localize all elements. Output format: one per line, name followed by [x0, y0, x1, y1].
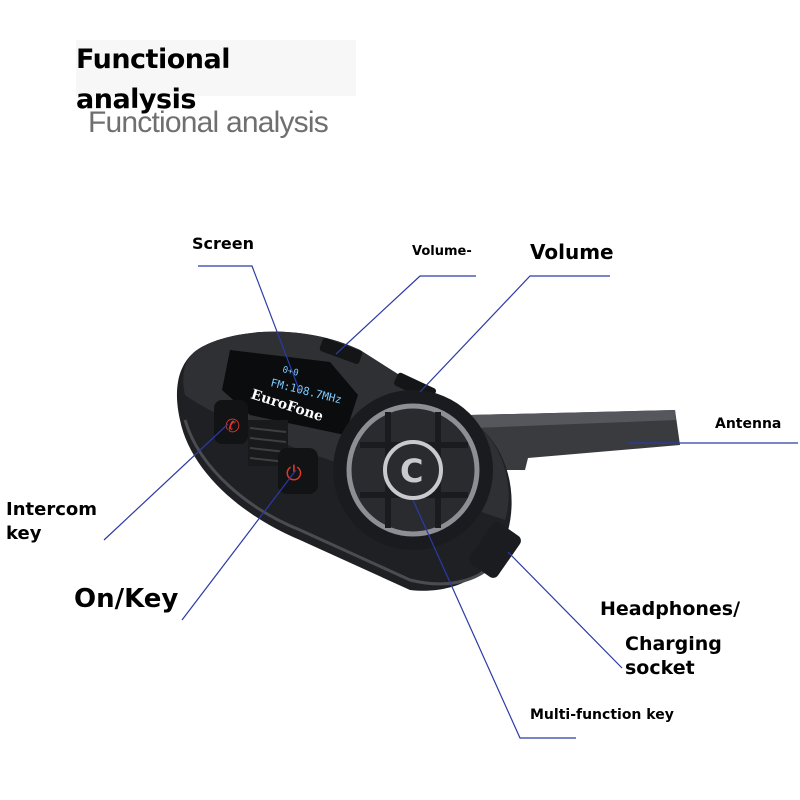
label-charging-socket: Charging socket	[625, 633, 722, 679]
screen-display: 0+0 FM:108.7MHz EuroFone	[222, 350, 358, 435]
label-antenna: Antenna	[715, 416, 782, 432]
label-intercom-key: Intercom key	[6, 499, 97, 544]
label-multi-function-key: Multi-function key	[530, 707, 674, 723]
headphones-leader-line	[507, 551, 623, 669]
multi-function-leader-line	[412, 499, 576, 739]
intercom-leader-line	[103, 423, 229, 541]
power-key-shape: ⏻	[278, 448, 318, 494]
label-screen: Screen	[192, 234, 254, 253]
socket-shape	[469, 522, 521, 578]
display-top-text: 0+0	[281, 365, 299, 379]
phone-icon: ✆	[225, 416, 240, 437]
screen-leader-line	[198, 265, 301, 393]
antenna	[470, 410, 680, 470]
c-logo-icon: C	[400, 452, 423, 490]
label-headphones: Headphones/	[600, 598, 741, 620]
multi-function-dial: C	[333, 390, 493, 550]
intercom-key-shape: ✆	[214, 400, 248, 444]
page-title: Functional analysis	[76, 40, 356, 115]
label-on-key: On/Key	[74, 584, 179, 614]
volume-leader-line	[419, 275, 610, 393]
label-volume-minus: Volume-	[412, 244, 472, 259]
label-volume: Volume	[530, 240, 614, 264]
volume-minus-leader-line	[335, 275, 476, 355]
on-key-leader-line	[181, 469, 297, 621]
volume-minus-button-shape	[319, 338, 363, 364]
page-subtitle: Functional analysis	[88, 106, 329, 139]
